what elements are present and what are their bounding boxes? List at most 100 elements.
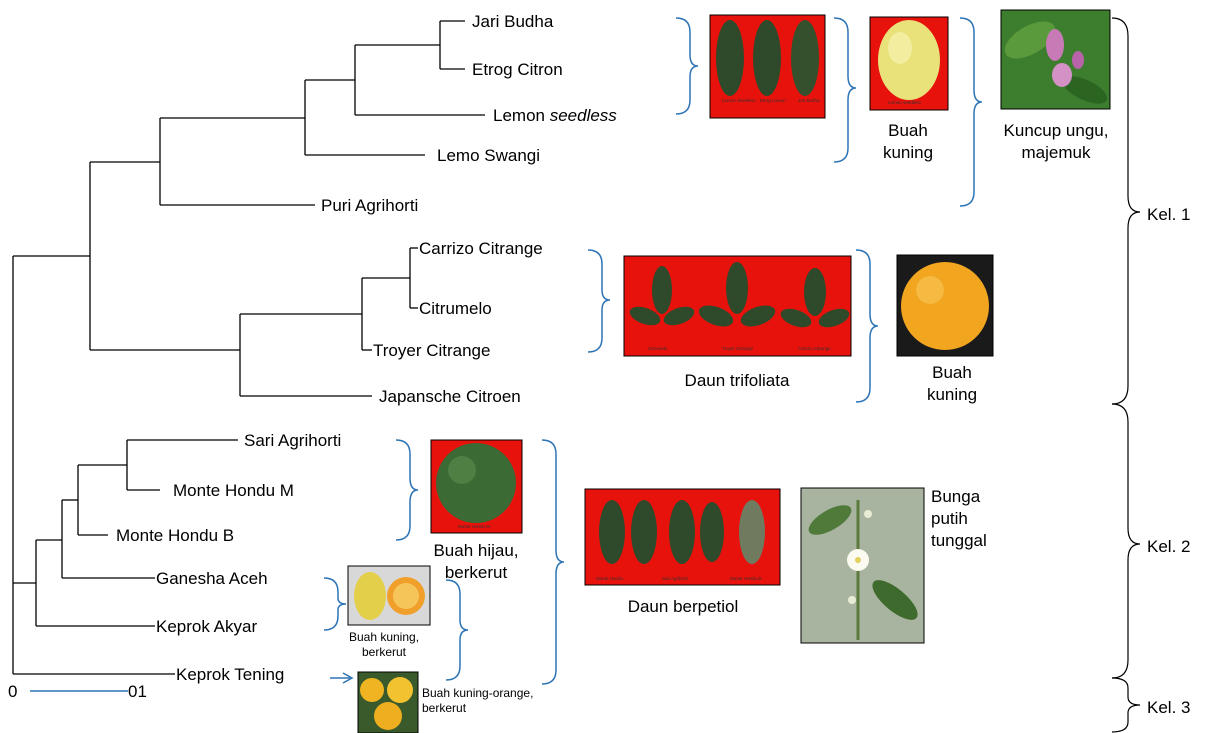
annotation-buah-hijau-line2: berkerut — [445, 563, 508, 582]
label-citrumelo: Citrumelo — [419, 299, 492, 318]
photo-white-flower — [800, 487, 925, 644]
trifoliate-leaf-icon — [780, 268, 850, 328]
brace-lemon-leaves-left — [675, 17, 699, 115]
brace-kel1 — [1111, 17, 1141, 405]
label-puri-agrihorti: Puri Agrihorti — [321, 196, 418, 215]
label-lemon-seedless: Lemon seedless — [493, 106, 617, 125]
annotation-bunga-line2: putih — [931, 509, 968, 528]
photo-kuncup-ungu — [1000, 9, 1111, 110]
annotation-buah-kuning-1-line1: Buah — [888, 121, 928, 140]
photo-caption: Citrumelo — [648, 346, 668, 351]
flower-bud-icon — [848, 596, 856, 604]
label-japansche-citroen: Japansche Citroen — [379, 387, 521, 406]
brace-kel3 — [1111, 677, 1141, 733]
label-keprok-tening: Keprok Tening — [176, 665, 284, 684]
photo-akyar-fruit — [347, 565, 431, 626]
scale-left-label: 0 — [8, 682, 17, 701]
label-lemo-swangi: Lemo Swangi — [437, 146, 540, 165]
photo-leaves-trifoliata: Citrumelo Troyer Citrange Carrizo Citran… — [623, 255, 852, 357]
purple-bud-icon — [1072, 51, 1084, 69]
photo-caption: Troyer Citrange — [722, 346, 754, 351]
orange-fruit-icon — [901, 262, 989, 350]
lemon-fruit-icon — [878, 20, 940, 100]
photo-green-fruit: Monte Hondu M — [430, 439, 523, 534]
annotation-bunga-line1: Bunga — [931, 487, 981, 506]
photo-caption: Jari Budha — [798, 98, 820, 103]
brace-lemon-group-left — [833, 17, 857, 163]
brace-trifoliata-left — [587, 249, 611, 353]
leaf-icon — [739, 500, 765, 564]
brace-kel2 — [1111, 403, 1141, 679]
label-kel1: Kel. 1 — [1147, 205, 1190, 224]
label-monte-hondu-b: Monte Hondu B — [116, 526, 234, 545]
cut-fruit-inner — [393, 583, 419, 609]
photo-caption: Sari Agrihorti — [662, 576, 688, 581]
leaf-icon — [631, 500, 657, 564]
annotation-kuning-orange-line1: Buah kuning-orange, — [422, 686, 533, 700]
leaf-icon — [599, 500, 625, 564]
photo-orange-fruit — [896, 254, 994, 357]
leaf-icon — [808, 505, 852, 535]
photo-leaves-berpetiol: Monte Hondu Sari Agrihorti Monte Hondu B — [584, 488, 781, 586]
leaf-icon — [872, 580, 918, 620]
leaf-icon — [700, 502, 724, 562]
annotation-bunga-line3: tunggal — [931, 531, 987, 550]
leaf-icon — [716, 20, 744, 96]
annotation-daun-trifoliata: Daun trifoliata — [685, 371, 790, 390]
purple-bud-icon — [1052, 63, 1072, 87]
leaf-icon — [1062, 76, 1108, 104]
label-carrizo-citrange: Carrizo Citrange — [419, 239, 543, 258]
label-kel2: Kel. 2 — [1147, 537, 1190, 556]
leaf-icon — [669, 500, 695, 564]
annotation-daun-berpetiol: Daun berpetiol — [628, 597, 739, 616]
green-fruit-icon — [436, 443, 516, 523]
photo-caption: Etrog Lemon — [760, 98, 786, 103]
blue-braces — [323, 17, 983, 685]
label-monte-hondu-m: Monte Hondu M — [173, 481, 294, 500]
scale-bar: 0 01 — [8, 682, 147, 701]
trifoliate-leaf-icon — [698, 262, 776, 327]
purple-bud-icon — [1046, 29, 1064, 61]
photo-caption: Lemon seedless — [888, 100, 922, 105]
orange-highlight — [916, 276, 944, 304]
green-highlight — [448, 456, 476, 484]
label-sari-agrihorti: Sari Agrihorti — [244, 431, 341, 450]
leaf-icon — [753, 20, 781, 96]
label-kel3: Kel. 3 — [1147, 698, 1190, 717]
annotation-kuncup-line1: Kuncup ungu, — [1004, 121, 1109, 140]
photo-lemon-fruit: Lemon seedless — [869, 16, 949, 111]
label-troyer-citrange: Troyer Citrange — [373, 341, 490, 360]
yellow-orange-fruit-icon — [374, 702, 402, 730]
label-keprok-akyar: Keprok Akyar — [156, 617, 257, 636]
annotation-kuning-berkerut-line2: berkerut — [362, 645, 407, 659]
trifoliate-leaf-icon — [629, 266, 695, 326]
label-jari-budha: Jari Budha — [472, 12, 554, 31]
label-etrog-citron: Etrog Citron — [472, 60, 563, 79]
photo-leaves-lemon: Lemon Seedless Etrog Lemon Jari Budha — [709, 14, 826, 119]
taxon-labels: Jari Budha Etrog Citron Lemon seedless L… — [116, 12, 617, 684]
flower-bud-icon — [864, 510, 872, 518]
annotation-kuning-berkerut-line1: Buah kuning, — [349, 630, 419, 644]
yellow-fruit-icon — [354, 572, 386, 620]
leaf-icon — [791, 20, 819, 96]
photo-caption: Monte Hondu B — [730, 576, 761, 581]
brace-kuning-berkerut-right — [445, 579, 469, 681]
brace-kuncup-left — [959, 17, 983, 207]
brace-hijau-left — [395, 439, 419, 541]
photo-caption: Lemon Seedless — [722, 98, 756, 103]
photo-caption: Monte Hondu — [596, 576, 624, 581]
group-braces: Kel. 1 Kel. 2 Kel. 3 — [1111, 17, 1190, 733]
photo-caption: Carrizo Citrange — [798, 346, 831, 351]
annotation-kuning-orange-line2: berkerut — [422, 701, 467, 715]
yellow-orange-fruit-icon — [360, 678, 384, 702]
phylogenetic-tree — [12, 20, 485, 675]
annotation-buah-kuning-2-line2: kuning — [927, 385, 977, 404]
brace-berpetiol-left — [541, 439, 565, 685]
photo-tening-fruit — [357, 671, 419, 733]
annotation-buah-kuning-1-line2: kuning — [883, 143, 933, 162]
brace-buah-kuning-2-left — [855, 249, 879, 403]
yellow-orange-fruit-icon — [387, 677, 413, 703]
annotation-kuncup-line2: majemuk — [1022, 143, 1091, 162]
brace-akyar-left — [323, 577, 347, 631]
